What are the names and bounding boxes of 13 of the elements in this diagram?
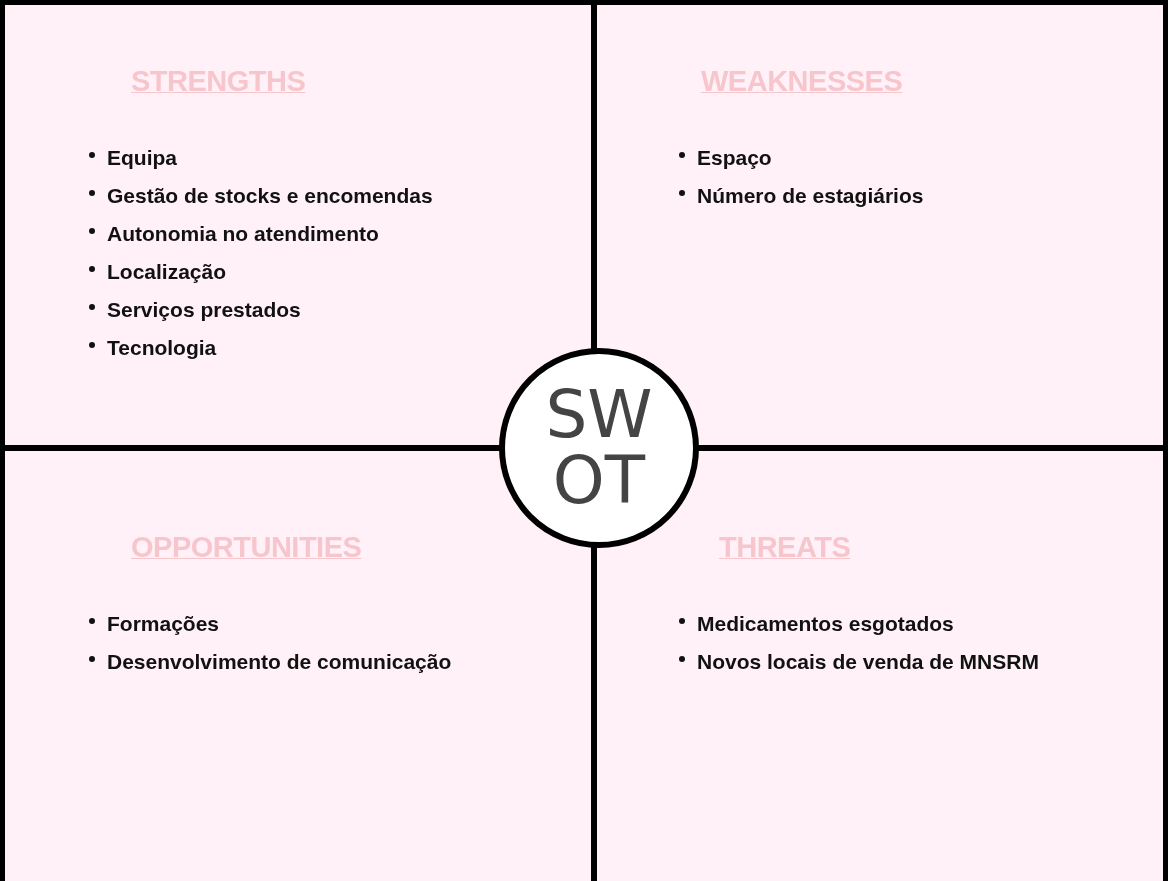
bullet-item: Desenvolvimento de comunicação <box>107 649 452 675</box>
bullet-item: Medicamentos esgotados <box>697 611 954 637</box>
bullet-item: Localização <box>107 259 227 285</box>
bullet-item: Gestão de stocks e encomendas <box>107 183 433 209</box>
bullet-item: Espaço <box>697 145 772 171</box>
bullet-item: Tecnologia <box>107 335 217 361</box>
bullet-item: Formações <box>107 611 220 637</box>
bullet-item: Novos locais de venda de MNSRM <box>697 649 1039 675</box>
bullet-item: Autonomia no atendimento <box>107 221 379 247</box>
circle-label: SW OT <box>544 382 654 514</box>
bullet-item: Serviços prestados <box>107 297 301 323</box>
bullet-item: Equipa <box>107 145 177 171</box>
bullet-item: Número de estagiários <box>697 183 924 209</box>
